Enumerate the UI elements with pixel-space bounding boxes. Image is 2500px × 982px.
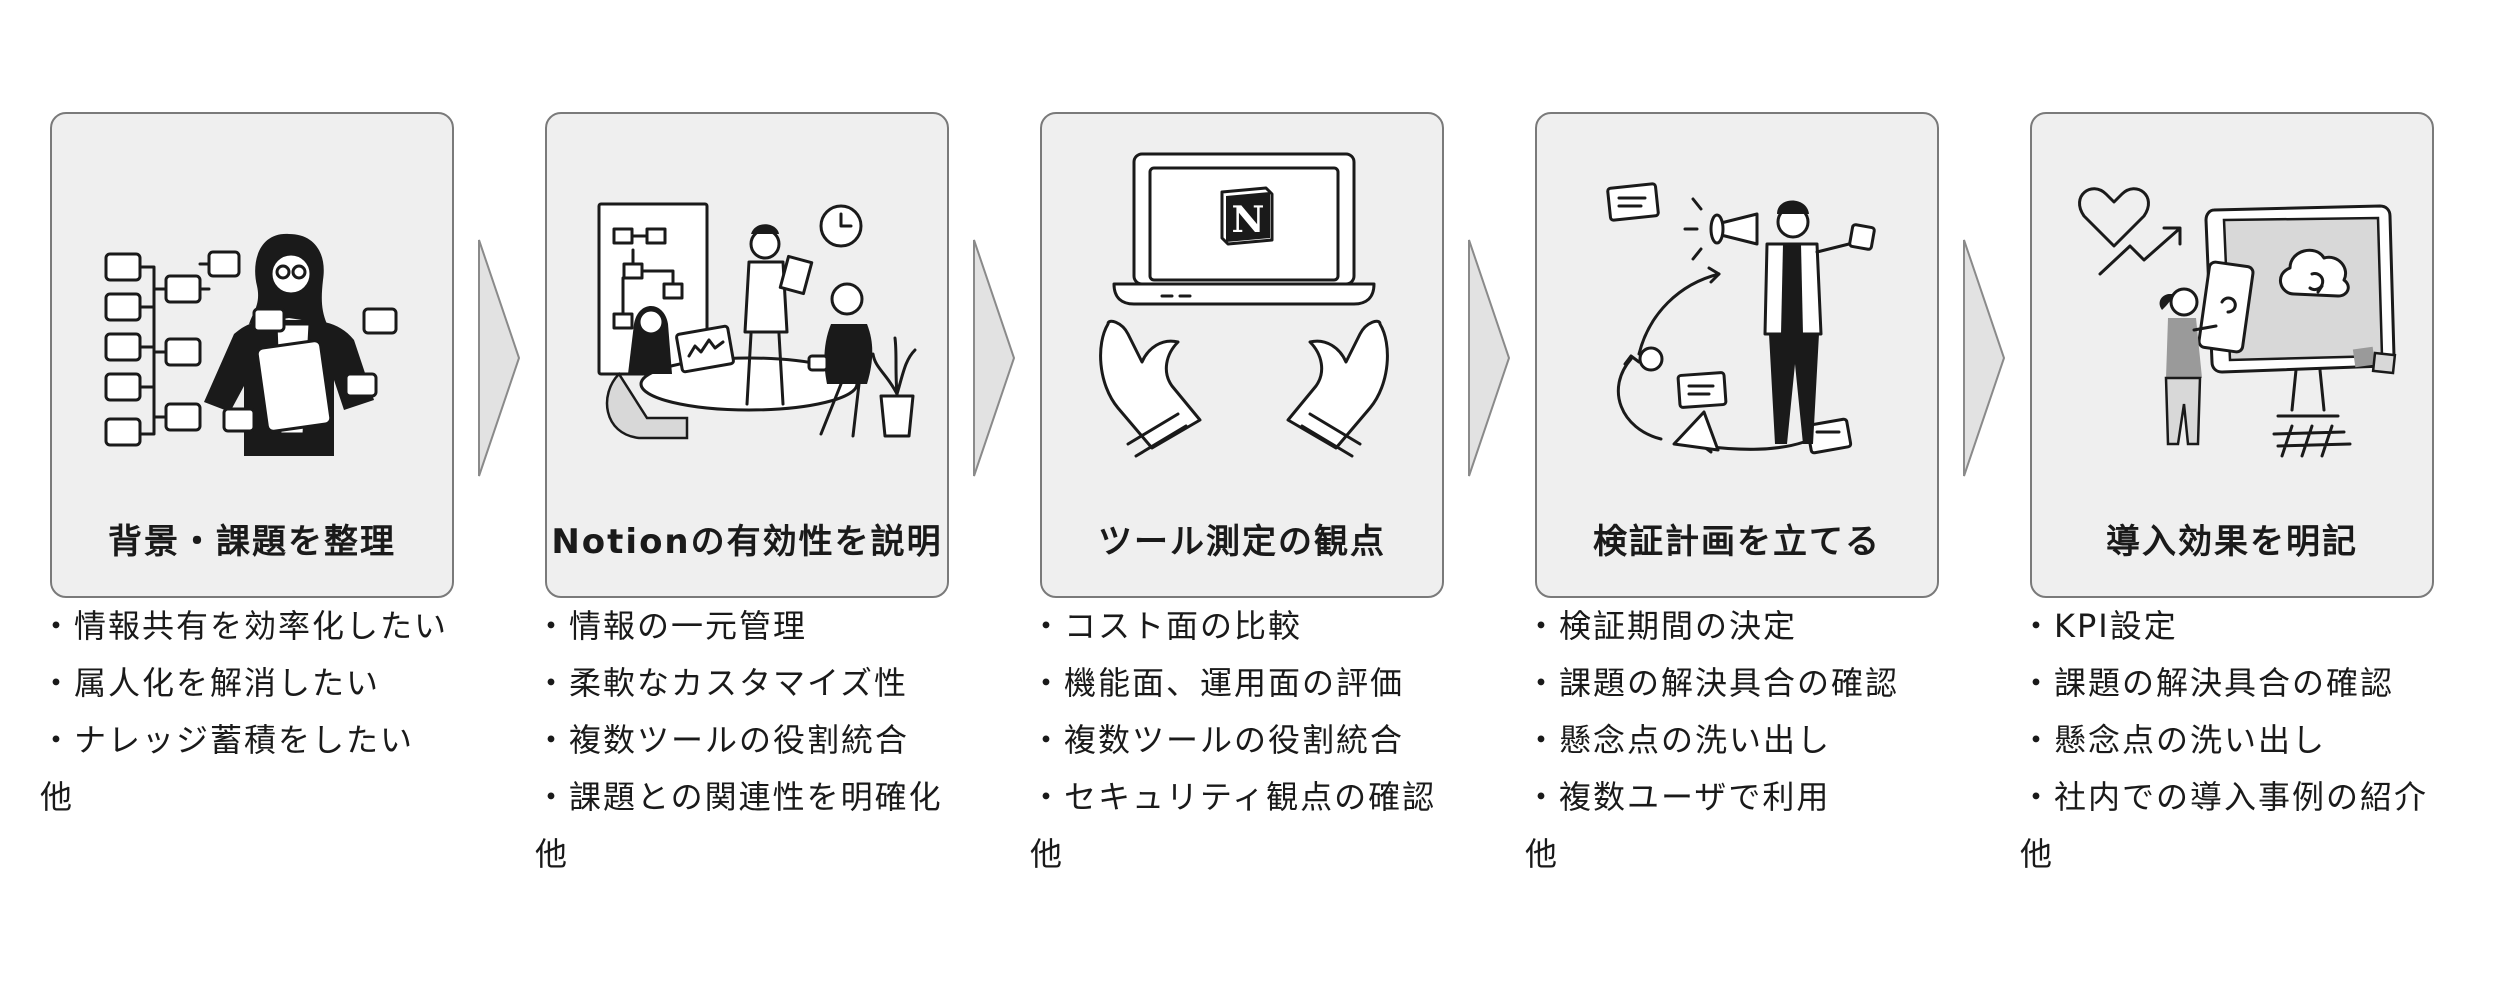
bullet-list: ・コスト面の比較 ・機能面、運用面の評価 ・複数ツールの役割統合 ・セキュリティ… [1030,598,1436,883]
step-card: 背景・課題を整理 [50,112,454,598]
step-4: 検証計画を立てる ・検証期間の決定 ・課題の解決具合の確認 ・懸念点の洗い出し … [1525,0,1945,982]
step-card: 検証計画を立てる [1535,112,1939,598]
bullet-item: ・機能面、運用面の評価 [1030,664,1405,702]
bullet-item: ・セキュリティ観点の確認 [1030,778,1437,816]
chevron-right-arrow [478,239,521,477]
chevron-right-arrow [1963,239,2006,477]
bullet-list: ・検証期間の決定 ・課題の解決具合の確認 ・懸念点の洗い出し ・複数ユーザで利用… [1525,598,1899,883]
bullet-list: ・情報の一元管理 ・柔軟なカスタマイズ性 ・複数ツールの役割統合 ・課題との関連… [535,598,943,883]
step-title: 導入効果を明記 [2106,522,2358,562]
bullet-list: ・KPI設定 ・課題の解決具合の確認 ・懸念点の洗い出し ・社内での導入事例の紹… [2020,598,2428,883]
bullet-item: ・複数ツールの役割統合 [535,721,910,759]
notion-logo-icon: N [1220,186,1274,246]
chevron-right-arrow [1468,239,1511,477]
bullet-list: ・情報共有を効率化したい ・属人化を解消したい ・ナレッジ蓄積をしたい 他 [40,598,448,826]
step-title: 検証計画を立てる [1593,522,1881,562]
step-title: ツール測定の観点 [1098,522,1386,562]
bullet-item: ・課題との関連性を明確化 [535,778,943,816]
bullet-item: ・情報の一元管理 [535,607,808,645]
other-note: 他 [535,835,570,873]
step-card: 導入効果を明記 [2030,112,2434,598]
step-1: 背景・課題を整理 ・情報共有を効率化したい ・属人化を解消したい ・ナレッジ蓄積… [40,0,460,982]
team-meeting-illustration [597,202,917,440]
step-3: N ツール測定の観点 ・コスト面の比較 ・機能面、運用面の評価 ・複数ツールの役… [1030,0,1450,982]
bullet-item: ・社内での導入事例の紹介 [2020,778,2429,816]
other-note: 他 [2020,835,2055,873]
bullet-item: ・柔軟なカスタマイズ性 [535,664,909,702]
other-note: 他 [1525,835,1560,873]
whiteboard-person-illustration [104,233,398,456]
notion-logo-letter: N [1232,199,1265,241]
step-title: 背景・課題を整理 [108,522,396,562]
bullet-item: ・ナレッジ蓄積をしたい [40,721,415,759]
bullet-item: ・KPI設定 [2020,607,2178,645]
bullet-item: ・課題の解決具合の確認 [1525,664,1900,702]
bullet-item: ・複数ユーザで利用 [1525,778,1831,816]
megaphone-cycle-illustration [1606,182,1876,455]
hands-laptop-notion-illustration: N [1099,152,1389,458]
chevron-right-arrow [973,239,1016,477]
bullet-item: ・コスト面の比較 [1030,607,1303,645]
step-title: Notionの有効性を説明 [551,522,943,562]
bullet-item: ・懸念点の洗い出し [2020,721,2327,759]
bullet-item: ・複数ツールの役割統合 [1030,721,1405,759]
step-card: N ツール測定の観点 [1040,112,1444,598]
step-5: 導入効果を明記 ・KPI設定 ・課題の解決具合の確認 ・懸念点の洗い出し ・社内… [2020,0,2440,982]
other-note: 他 [40,778,75,816]
bullet-item: ・属人化を解消したい [40,664,381,702]
step-2: Notionの有効性を説明 ・情報の一元管理 ・柔軟なカスタマイズ性 ・複数ツー… [535,0,955,982]
monitor-growth-illustration [2078,187,2397,458]
other-note: 他 [1030,835,1065,873]
bullet-item: ・情報共有を効率化したい [40,607,449,645]
bullet-item: ・懸念点の洗い出し [1525,721,1832,759]
bullet-item: ・課題の解決具合の確認 [2020,664,2395,702]
step-card: Notionの有効性を説明 [545,112,949,598]
bullet-item: ・検証期間の決定 [1525,607,1798,645]
